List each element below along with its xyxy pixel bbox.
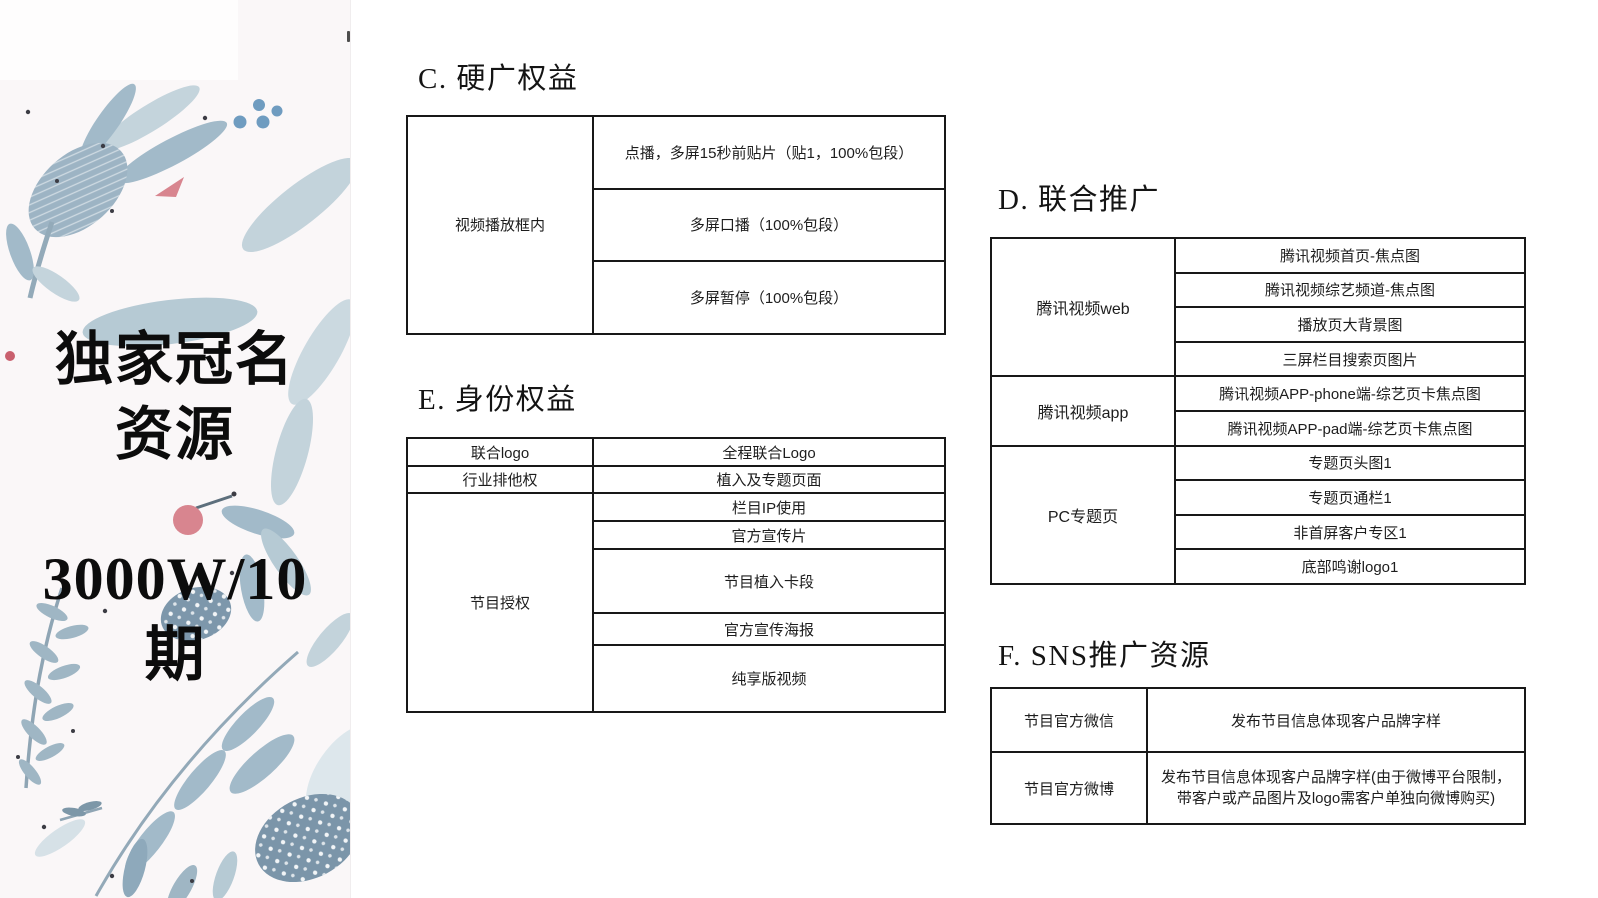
table-row: 腾讯视频综艺频道-焦点图 (991, 271, 1526, 309)
hard-ad-item-cell: 多屏暂停（100%包段） (592, 260, 946, 335)
table-row: 腾讯视频web 腾讯视频首页-焦点图 (990, 236, 1526, 378)
identity-value-cell: 栏目IP使用 (592, 492, 946, 522)
table-row: 官方宣传海报 (407, 612, 946, 646)
identity-value-cell: 官方宣传海报 (592, 612, 946, 646)
identity-benefits-table: 联合logo 全程联合Logo 行业排他权 植入及专题页面 节目授权 栏目IP使… (406, 437, 946, 713)
hard-ad-item-cell: 点播，多屏15秒前贴片（贴1，100%包段） (592, 115, 946, 190)
table-row: 非首屏客户专区1 (991, 513, 1526, 551)
table-row: 节目植入卡段 (407, 548, 946, 614)
sns-channel-cell: 节目官方微博 (990, 751, 1148, 825)
table-row: PC专题页 专题页头图1 (990, 444, 1526, 585)
table-row: 腾讯视频app 腾讯视频APP-phone端-综艺页卡焦点图 (990, 375, 1526, 447)
table-row: 播放页大背景图 (991, 306, 1526, 343)
promo-item-cell: 播放页大背景图 (1174, 306, 1526, 343)
dotted-bud-bottom (229, 724, 350, 883)
table-row: 多屏口播（100%包段） (407, 187, 946, 263)
identity-group-cell: 节目授权 (406, 492, 594, 713)
joint-promotion-table: 腾讯视频web 腾讯视频首页-焦点图 腾讯视频综艺频道-焦点图 播放页大背景图 … (990, 236, 1526, 585)
promo-item-cell: 腾讯视频综艺频道-焦点图 (1174, 271, 1526, 309)
table-row: 节目官方微信 发布节目信息体现客户品牌字样 (990, 687, 1526, 753)
cherry-sprig (173, 491, 311, 622)
identity-value-cell: 植入及专题页面 (592, 465, 946, 494)
mid-leaves (5, 157, 350, 506)
promo-platform-cell: PC专题页 (990, 444, 1176, 585)
table-row: 节目官方微博 发布节目信息体现客户品牌字样(由于微博平台限制，带客户或产品图片及… (990, 751, 1526, 825)
brand-headline-line2: 资源 (114, 402, 235, 467)
hard-ad-table: 视频播放框内 点播，多屏15秒前贴片（贴1，100%包段） 多屏口播（100%包… (406, 115, 946, 335)
brand-headline: 独家冠名 资源 (0, 322, 350, 472)
promo-item-cell: 专题页头图1 (1174, 444, 1526, 482)
hard-ad-category-cell: 视频播放框内 (406, 115, 594, 335)
table-row: 联合logo 全程联合Logo (406, 437, 946, 467)
bottom-branch (59, 650, 299, 898)
promo-item-cell: 三屏栏目搜索页图片 (1174, 340, 1526, 378)
hard-ad-item-cell: 多屏口播（100%包段） (592, 187, 946, 263)
page-edge-tick (347, 31, 350, 42)
sns-resources-table: 节目官方微信 发布节目信息体现客户品牌字样 节目官方微博 发布节目信息体现客户品… (990, 687, 1526, 825)
promo-item-cell: 腾讯视频首页-焦点图 (1174, 237, 1526, 274)
promo-item-cell: 腾讯视频APP-pad端-综艺页卡焦点图 (1174, 409, 1526, 447)
identity-value-cell: 全程联合Logo (592, 437, 946, 467)
left-leaf-branch (18, 587, 89, 857)
sns-detail-cell: 发布节目信息体现客户品牌字样(由于微博平台限制，带客户或产品图片及logo需客户… (1146, 751, 1526, 825)
identity-value-cell: 官方宣传片 (592, 520, 946, 550)
sns-channel-cell: 节目官方微信 (990, 687, 1148, 753)
promo-platform-cell: 腾讯视频app (990, 375, 1176, 447)
red-berry (5, 351, 15, 361)
section-e-title: E. 身份权益 (418, 384, 577, 416)
promo-platform-cell: 腾讯视频web (990, 236, 1176, 378)
identity-label-cell: 行业排他权 (406, 465, 594, 494)
table-row: 三屏栏目搜索页图片 (991, 340, 1526, 378)
table-row: 节目授权 栏目IP使用 (406, 492, 946, 713)
brand-headline-line1: 独家冠名 (54, 327, 295, 392)
sns-detail-cell: 发布节目信息体现客户品牌字样 (1146, 687, 1526, 753)
white-patch (0, 0, 238, 80)
section-d-title: D. 联合推广 (998, 184, 1160, 216)
section-c-title: C. 硬广权益 (418, 63, 579, 95)
pink-petal (155, 177, 184, 197)
identity-label-cell: 联合logo (406, 437, 594, 467)
watercolor-decoration (0, 0, 350, 898)
speckle-dots (16, 109, 235, 883)
promo-item-cell: 腾讯视频APP-phone端-综艺页卡焦点图 (1174, 375, 1526, 412)
left-watercolor-panel: 独家冠名 资源 3000W/10 期 (0, 0, 351, 898)
promo-item-cell: 非首屏客户专区1 (1174, 513, 1526, 551)
table-row: 官方宣传片 (407, 520, 946, 550)
promo-item-cell: 底部鸣谢logo1 (1174, 548, 1526, 585)
table-row: 底部鸣谢logo1 (991, 548, 1526, 585)
brand-price: 3000W/10 期 (0, 541, 350, 693)
table-row: 视频播放框内 点播，多屏15秒前贴片（贴1，100%包段） (406, 115, 946, 335)
table-row: 专题页通栏1 (991, 479, 1526, 516)
watercolor-flower (6, 83, 228, 302)
identity-value-cell: 纯享版视频 (592, 644, 946, 713)
section-f-title: F. SNS推广资源 (998, 640, 1211, 672)
brand-price-line2: 期 (144, 622, 206, 688)
dotted-bud-mid (160, 586, 350, 667)
table-row: 行业排他权 植入及专题页面 (406, 465, 946, 494)
table-row: 多屏暂停（100%包段） (407, 260, 946, 335)
table-row: 纯享版视频 (407, 644, 946, 713)
blue-dots (233, 99, 283, 129)
identity-value-cell: 节目植入卡段 (592, 548, 946, 614)
promo-item-cell: 专题页通栏1 (1174, 479, 1526, 516)
brand-price-line1: 3000W/10 (42, 546, 308, 612)
table-row: 腾讯视频APP-pad端-综艺页卡焦点图 (991, 409, 1526, 447)
